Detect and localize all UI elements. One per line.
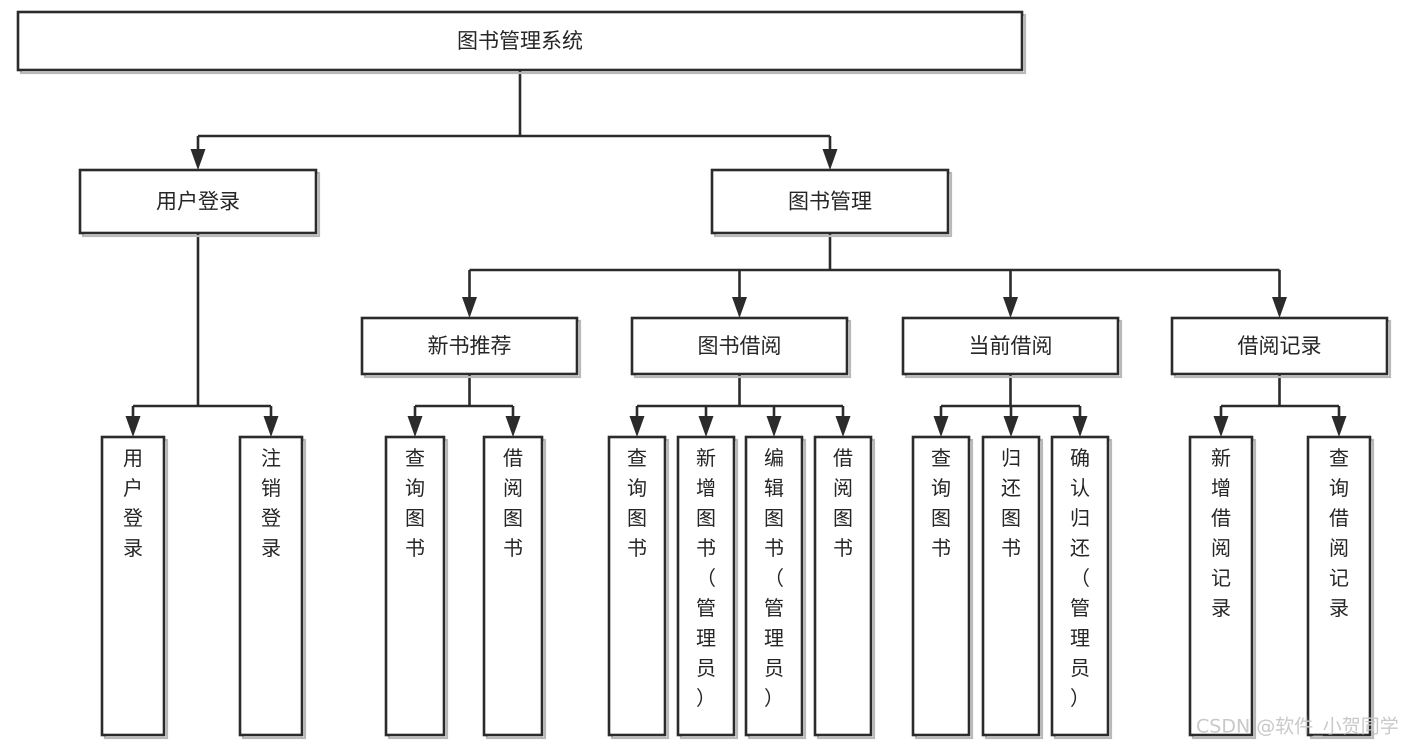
node-rect[interactable] xyxy=(78,168,318,235)
node-leaf-add-borrow-record[interactable]: 新增借阅记录 xyxy=(1188,435,1257,740)
arrow-head-icon xyxy=(462,297,477,318)
node-leaf-add-book-admin[interactable]: 新增图书（管理员） xyxy=(676,435,739,740)
node-label: 查询图书 xyxy=(627,446,647,560)
arrow-head-icon xyxy=(190,149,206,170)
node-leaf-return-book[interactable]: 归还图书 xyxy=(981,435,1044,740)
node-layer: 图书管理系统用户登录图书管理新书推荐图书借阅当前借阅借阅记录用户登录注销登录查询… xyxy=(16,10,1392,740)
node-label: 查询借阅记录 xyxy=(1329,446,1349,620)
node-rect[interactable] xyxy=(1306,435,1372,737)
node-label: 借阅记录 xyxy=(1238,334,1322,358)
node-label: 用户登录 xyxy=(123,446,143,560)
node-label: 图书借阅 xyxy=(698,334,782,358)
arrow-head-icon xyxy=(933,416,949,437)
node-rect[interactable] xyxy=(607,435,667,737)
node-book-management[interactable]: 图书管理 xyxy=(710,168,953,238)
node-new-book-recommend[interactable]: 新书推荐 xyxy=(360,316,582,379)
arrow-head-icon xyxy=(1072,416,1088,437)
arrow-head-icon xyxy=(698,416,714,437)
node-label: 确认归还（管理员） xyxy=(1070,446,1090,710)
node-borrow-records[interactable]: 借阅记录 xyxy=(1170,316,1392,379)
node-label: 用户登录 xyxy=(156,190,240,214)
node-rect[interactable] xyxy=(1170,316,1389,376)
arrow-head-icon xyxy=(835,416,851,437)
node-rect[interactable] xyxy=(911,435,971,737)
node-rect[interactable] xyxy=(901,316,1120,376)
node-label: 图书管理 xyxy=(788,190,872,214)
node-label: 查询图书 xyxy=(931,446,951,560)
arrow-head-icon xyxy=(629,416,645,437)
node-rect[interactable] xyxy=(744,435,804,737)
arrow-head-icon xyxy=(822,149,838,170)
node-label: 归还图书 xyxy=(1001,446,1021,560)
node-leaf-query-borrow-record[interactable]: 查询借阅记录 xyxy=(1306,435,1375,740)
node-rect[interactable] xyxy=(676,435,736,737)
node-book-borrow[interactable]: 图书借阅 xyxy=(630,316,852,379)
arrow-head-icon xyxy=(1272,297,1287,318)
node-leaf-query-book-current[interactable]: 查询图书 xyxy=(911,435,974,740)
node-user-login[interactable]: 用户登录 xyxy=(78,168,321,238)
node-rect[interactable] xyxy=(630,316,849,376)
arrow-head-icon xyxy=(125,416,141,437)
node-label: 查询图书 xyxy=(405,446,425,560)
node-label: 新书推荐 xyxy=(428,334,512,358)
node-leaf-query-book-recommend[interactable]: 查询图书 xyxy=(384,435,449,740)
node-label: 新增图书（管理员） xyxy=(696,446,716,710)
node-leaf-edit-book-admin[interactable]: 编辑图书（管理员） xyxy=(744,435,807,740)
node-rect[interactable] xyxy=(384,435,446,737)
node-label: 注销登录 xyxy=(261,446,281,560)
node-rect[interactable] xyxy=(813,435,873,737)
node-label: 借阅图书 xyxy=(833,446,853,560)
node-label: 图书管理系统 xyxy=(457,29,583,53)
node-leaf-query-book-borrow[interactable]: 查询图书 xyxy=(607,435,670,740)
node-current-borrow[interactable]: 当前借阅 xyxy=(901,316,1123,379)
node-leaf-confirm-return-admin[interactable]: 确认归还（管理员） xyxy=(1050,435,1113,740)
node-rect[interactable] xyxy=(360,316,579,376)
node-label: 借阅图书 xyxy=(503,446,523,560)
arrow-head-icon xyxy=(1003,297,1018,318)
node-label: 当前借阅 xyxy=(969,334,1053,358)
node-leaf-borrow-book[interactable]: 借阅图书 xyxy=(813,435,876,740)
arrow-head-icon xyxy=(505,416,521,437)
node-root[interactable]: 图书管理系统 xyxy=(16,10,1027,75)
node-rect[interactable] xyxy=(981,435,1041,737)
node-label: 新增借阅记录 xyxy=(1211,446,1231,620)
watermark-layer: CSDN @软件_小贺同学 xyxy=(1196,716,1399,738)
node-rect[interactable] xyxy=(482,435,544,737)
node-label: 编辑图书（管理员） xyxy=(764,446,784,710)
arrow-head-icon xyxy=(766,416,782,437)
arrow-head-icon xyxy=(1331,416,1347,437)
csdn-watermark: CSDN @软件_小贺同学 xyxy=(1196,716,1399,738)
node-leaf-logout[interactable]: 注销登录 xyxy=(238,435,307,740)
node-rect[interactable] xyxy=(16,10,1024,72)
connector-layer xyxy=(125,70,1347,437)
arrow-head-icon xyxy=(1003,416,1019,437)
arrow-head-icon xyxy=(1213,416,1229,437)
node-leaf-borrow-book-recommend[interactable]: 借阅图书 xyxy=(482,435,547,740)
node-rect[interactable] xyxy=(1050,435,1110,737)
node-rect[interactable] xyxy=(100,435,166,737)
arrow-head-icon xyxy=(407,416,423,437)
arrow-head-icon xyxy=(732,297,747,318)
node-rect[interactable] xyxy=(238,435,304,737)
arrow-head-icon xyxy=(263,416,279,437)
node-leaf-user-login[interactable]: 用户登录 xyxy=(100,435,169,740)
node-rect[interactable] xyxy=(1188,435,1254,737)
node-rect[interactable] xyxy=(710,168,950,235)
